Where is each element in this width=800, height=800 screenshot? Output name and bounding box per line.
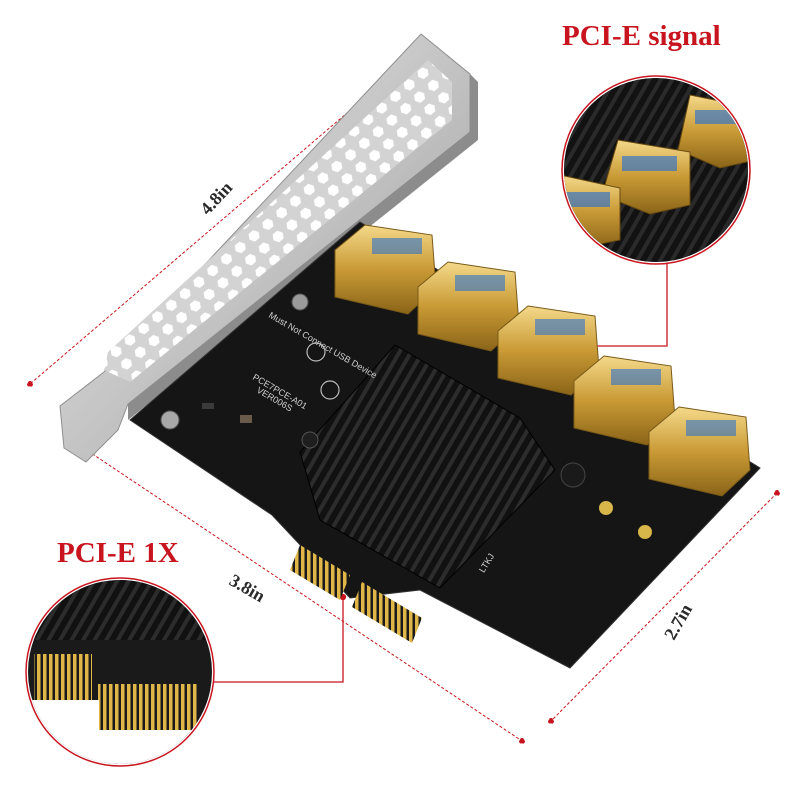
dimension-lines bbox=[27, 57, 780, 744]
usb-port bbox=[497, 305, 600, 396]
zoom-inset-ports bbox=[561, 75, 751, 265]
mounting-bracket bbox=[59, 33, 478, 463]
usb-ports bbox=[334, 224, 751, 497]
usb-port bbox=[334, 224, 437, 315]
heatsink bbox=[299, 344, 586, 589]
pci-e-1x-label: PCI-E 1X bbox=[57, 537, 179, 569]
usb-port bbox=[417, 261, 520, 352]
usb-port bbox=[573, 355, 676, 446]
pci-e-signal-label: PCI-E signal bbox=[562, 20, 721, 52]
zoom-inset-connector bbox=[25, 577, 215, 767]
usb-port bbox=[648, 406, 751, 497]
pcie-1x-connector bbox=[290, 545, 422, 643]
